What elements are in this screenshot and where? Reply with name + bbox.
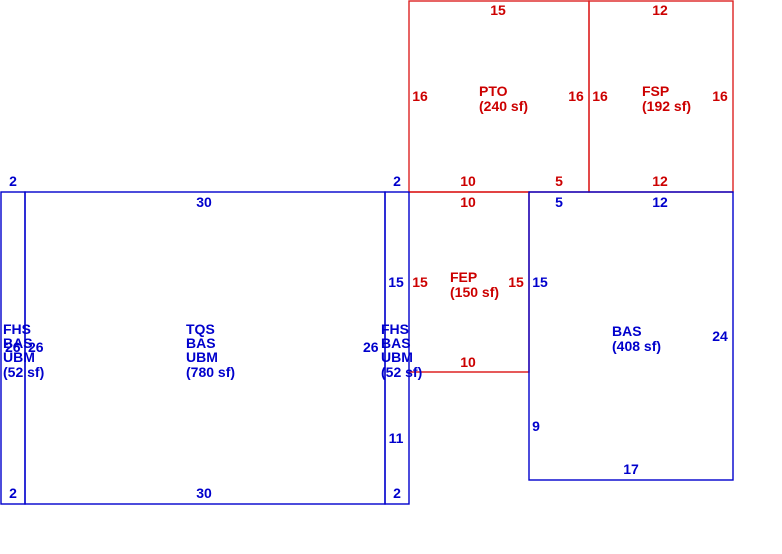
- fhs-right-bottom-dim: 2: [393, 485, 401, 501]
- fep-right-dim: 15: [508, 274, 524, 290]
- fhs-left-label: FHS BAS UBM (52 sf): [3, 321, 44, 380]
- fhs-right-label: FHS BAS UBM (52 sf): [381, 321, 422, 380]
- pto-top-dim: 15: [490, 2, 506, 18]
- bas-left-upper-dim: 15: [532, 274, 548, 290]
- bas-top-right-dim: 12: [652, 194, 668, 210]
- pto-bottom-right-dim: 5: [555, 173, 563, 189]
- bas-right-dim: 24: [712, 328, 728, 344]
- fhs-left-top-dim: 2: [9, 173, 17, 189]
- fsp-right-dim: 16: [712, 88, 728, 104]
- fsp-left-dim: 16: [592, 88, 608, 104]
- bas-top-left-dim: 5: [555, 194, 563, 210]
- fhs-right-upper-dim: 15: [388, 274, 404, 290]
- bas-label: BAS (408 sf): [612, 323, 661, 354]
- fep-top-dim: 10: [460, 194, 476, 210]
- pto-bottom-left-dim: 10: [460, 173, 476, 189]
- pto-label: PTO (240 sf): [479, 83, 528, 114]
- fsp-top-dim: 12: [652, 2, 668, 18]
- bas-left-lower-dim: 9: [532, 418, 540, 434]
- fhs-left-side-a-dim: 26: [5, 339, 21, 355]
- pto-right-dim: 16: [568, 88, 584, 104]
- bas-outline: [528, 191, 734, 481]
- fep-label: FEP (150 sf): [450, 269, 499, 300]
- fhs-left-bottom-dim: 2: [9, 485, 17, 501]
- tqs-top-dim: 30: [196, 194, 212, 210]
- pto-left-dim: 16: [412, 88, 428, 104]
- tqs-bottom-dim: 30: [196, 485, 212, 501]
- tqs-right-dim: 26: [363, 339, 379, 355]
- bas-bottom-dim: 17: [623, 461, 639, 477]
- fep-left-dim: 15: [412, 274, 428, 290]
- tqs-label: TQS BAS UBM (780 sf): [186, 321, 235, 380]
- fsp-bottom-dim: 12: [652, 173, 668, 189]
- fsp-label: FSP (192 sf): [642, 83, 691, 114]
- fhs-right-lower-dim: 11: [389, 430, 404, 446]
- fep-bottom-dim: 10: [460, 354, 476, 370]
- fhs-right-outline: [384, 191, 410, 505]
- fhs-right-top-dim: 2: [393, 173, 401, 189]
- fhs-left-side-b-dim: 26: [28, 339, 44, 355]
